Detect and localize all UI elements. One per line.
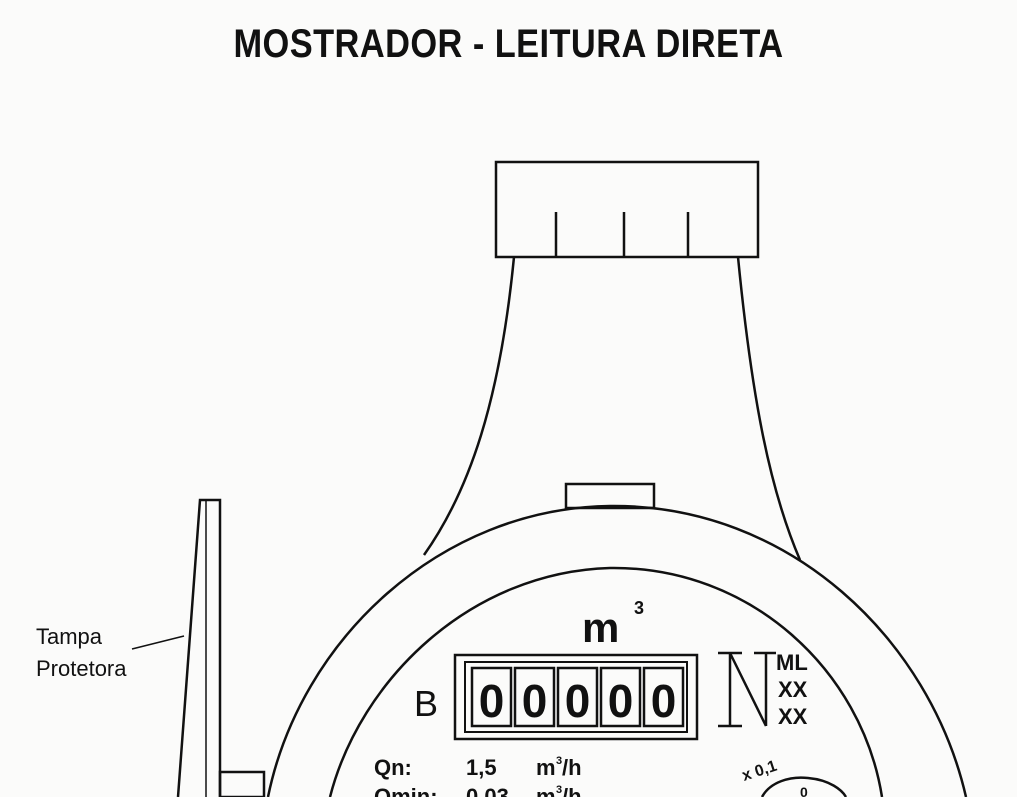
outer-ring — [266, 504, 968, 797]
spec-label: Qn: — [374, 755, 412, 780]
spec-unit: m — [536, 755, 556, 780]
connector-nut — [494, 160, 760, 259]
mark-line: XX — [778, 704, 808, 729]
callout-label-line2: Protetora — [36, 656, 127, 681]
neck-left-edge — [422, 256, 516, 556]
mark-line: ML — [776, 650, 808, 675]
unit-label: m — [582, 604, 619, 651]
callout-leader — [131, 635, 185, 650]
unit-exponent: 3 — [634, 598, 644, 618]
counter-digit: 0 — [565, 675, 591, 727]
spec-value: 1,5 — [466, 755, 497, 780]
counter-window — [453, 653, 699, 741]
mark-line: XX — [778, 677, 808, 702]
small-dial-factor: x 0,1 — [740, 758, 779, 785]
spec-unit-tail: /h — [562, 755, 582, 780]
body-tab — [564, 482, 656, 510]
counter-digit: 0 — [651, 675, 677, 727]
dial-face — [328, 566, 884, 797]
spec-unit: m — [536, 784, 556, 797]
cover-hinge — [218, 770, 266, 797]
spec-label: Qmin: — [374, 784, 438, 797]
neck-right-edge — [736, 256, 802, 561]
callout-label-line1: Tampa — [36, 624, 103, 649]
spec-unit-exponent: 3 — [556, 784, 562, 796]
small-dial-digit: 0 — [800, 784, 808, 797]
counter-digit: 0 — [479, 675, 505, 727]
n-mark-icon — [718, 651, 776, 728]
counter-digit: 0 — [608, 675, 634, 727]
spec-unit-exponent: 3 — [556, 755, 562, 767]
register-prefix: B — [414, 683, 438, 724]
small-dial — [760, 776, 848, 797]
spec-unit-tail: /h — [562, 784, 582, 797]
counter-digit: 0 — [522, 675, 548, 727]
spec-value: 0,03 — [466, 784, 509, 797]
page-title: MOSTRADOR - LEITURA DIRETA — [233, 22, 784, 66]
protective-cover — [176, 498, 222, 797]
